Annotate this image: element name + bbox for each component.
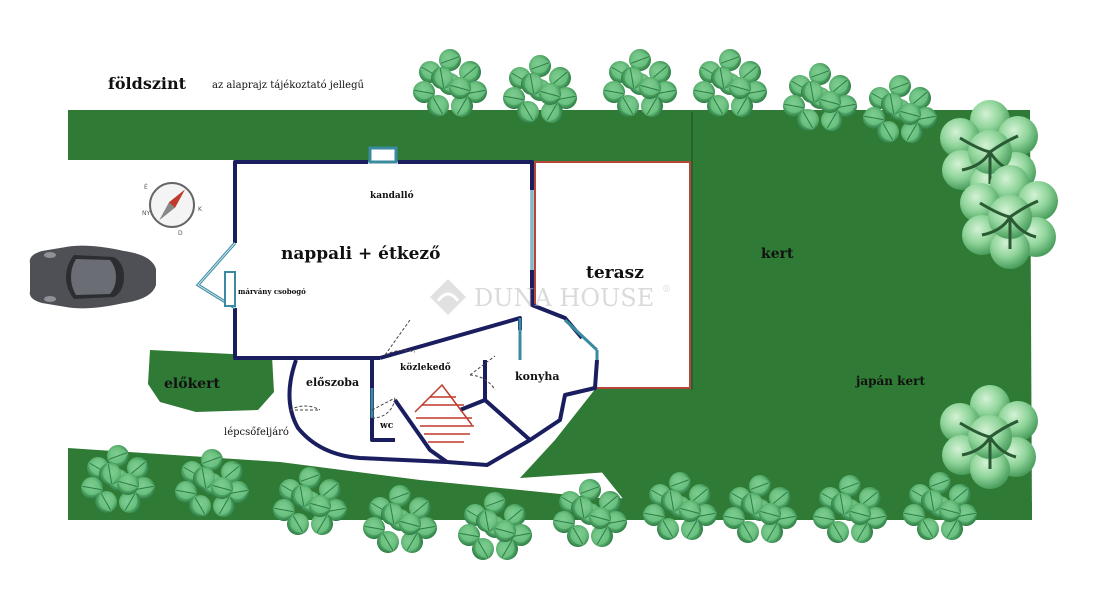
disclaimer-label: az alaprajz tájékoztató jellegű — [212, 80, 365, 91]
svg-text:NY: NY — [142, 210, 150, 217]
door-swings — [289, 319, 496, 419]
kitchen-label: konyha — [515, 370, 559, 383]
watermark-brand: DUNA HOUSE — [474, 284, 654, 312]
svg-text:K: K — [198, 206, 203, 213]
staircase — [414, 383, 474, 443]
fireplace-icon — [368, 146, 398, 164]
svg-text:É: É — [144, 183, 148, 191]
corridor-label: közlekedő — [400, 362, 451, 373]
wc-label: wc — [379, 421, 394, 431]
living-room-label: nappali + étkező — [281, 244, 440, 264]
japanese-garden-label: japán kert — [855, 374, 925, 388]
lawn-garden — [600, 110, 1032, 520]
compass-icon: É K D NY — [142, 182, 203, 237]
svg-text:D: D — [178, 230, 183, 237]
front-garden-label: előkert — [164, 376, 221, 392]
marble-sink-icon — [224, 271, 236, 307]
house-footprint — [198, 162, 597, 465]
watermark-registered: ® — [662, 285, 671, 295]
terrace-label: terasz — [586, 263, 644, 283]
lawn-front-garden — [148, 350, 274, 412]
fireplace-label: kandalló — [370, 190, 414, 201]
entrance-stairs-label: lépcsőfeljáró — [224, 427, 289, 438]
car-icon — [29, 245, 156, 309]
watermark: DUNA HOUSE ® — [430, 279, 671, 315]
floor-label: földszint — [108, 74, 187, 93]
duna-house-logo-icon — [430, 279, 466, 315]
lawn-east-strip — [520, 388, 690, 478]
garden-label: kert — [761, 246, 794, 262]
marble-sink-label: márvány csobogó — [238, 287, 306, 296]
hall-label: előszoba — [306, 376, 359, 389]
